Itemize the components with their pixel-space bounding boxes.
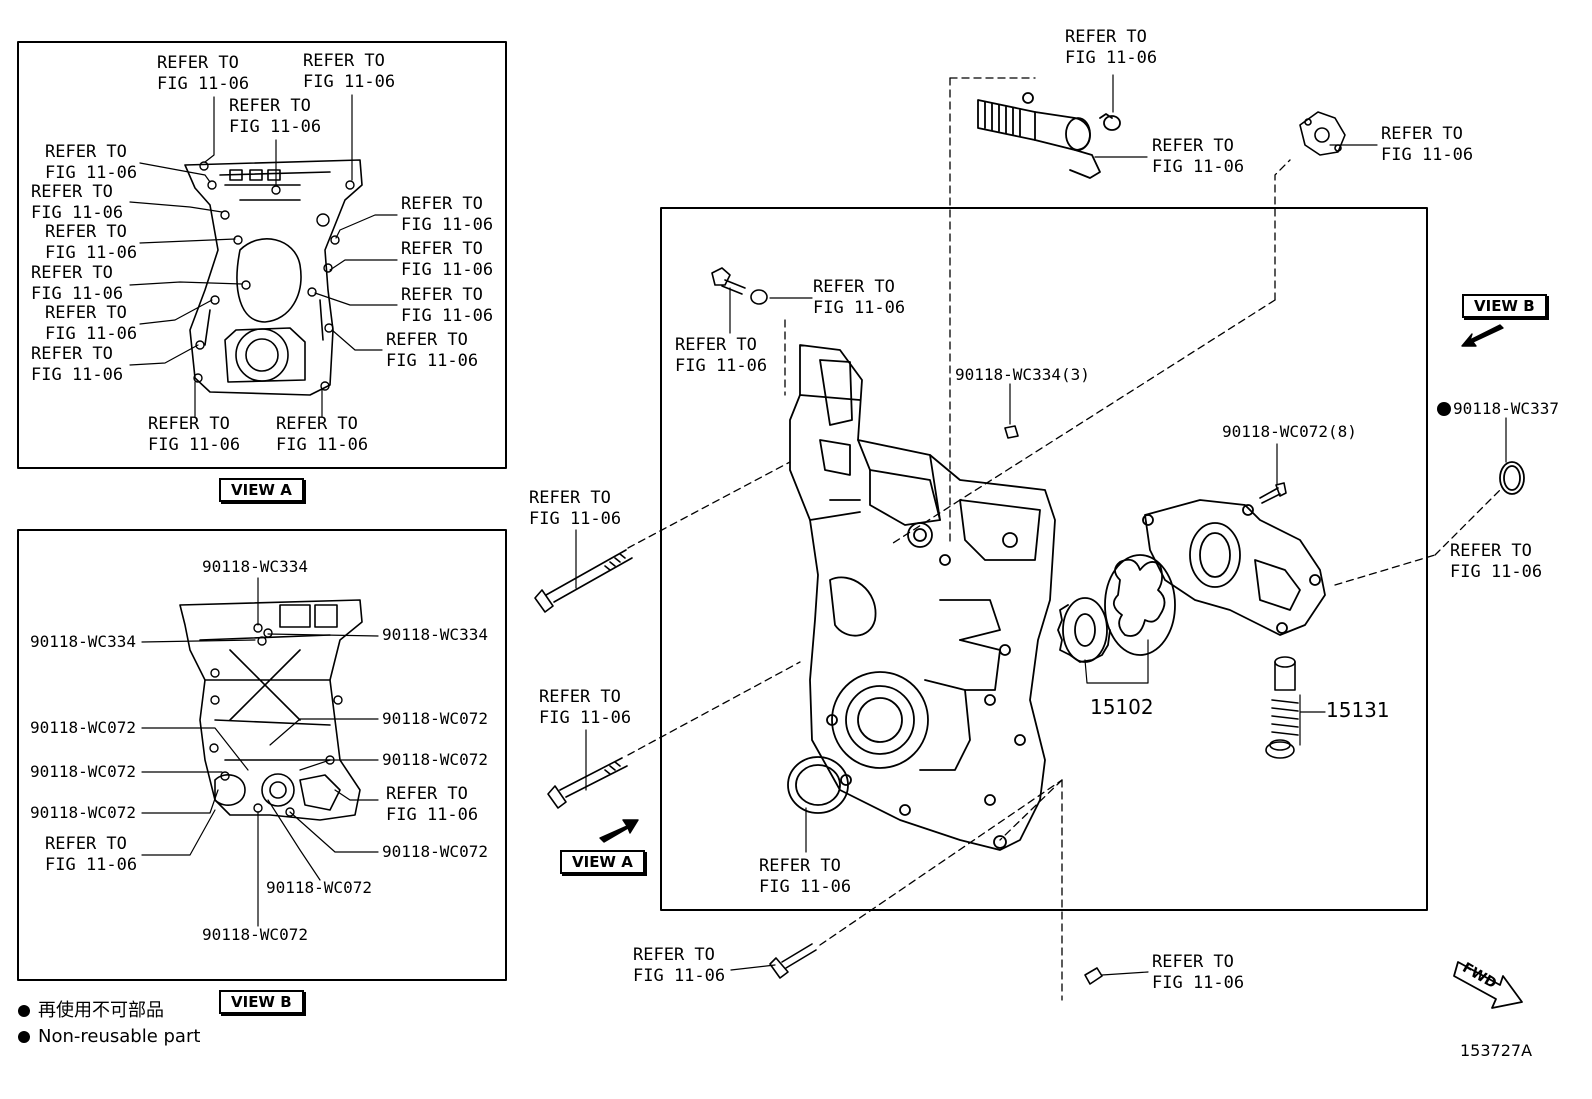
view-a-arrow: [599, 819, 639, 843]
pn-b-wc334-right: 90118-WC334: [382, 625, 488, 644]
non-reusable-dot-icon: [18, 1031, 30, 1043]
refer-label-oil-seal: REFER TO FIG 11-06: [759, 856, 852, 897]
refer-label-o-ring: REFER TO FIG 11-06: [1450, 541, 1543, 582]
pn-wc334-qty: 90118-WC334(3): [955, 365, 1090, 384]
refer-label-dowel-pin: REFER TO FIG 11-06: [1152, 952, 1245, 993]
alignment-dashed-lines: [627, 77, 1501, 1001]
timing-cover-main: [789, 344, 1056, 851]
refer-label-washer: REFER TO FIG 11-06: [813, 277, 906, 318]
non-reusable-dot-icon: [1437, 402, 1451, 416]
crankshaft-oil-seal: [787, 756, 849, 814]
refer-label-gasket: REFER TO FIG 11-06: [1381, 124, 1474, 165]
refer-label-a10: REFER TO FIG 11-06: [148, 414, 241, 455]
long-bolt-upper: [534, 549, 633, 613]
pn-b-wc072-2: 90118-WC072: [382, 709, 488, 728]
refer-label-small-bolt: REFER TO FIG 11-06: [675, 335, 768, 376]
pn-b-wc072-4: 90118-WC072: [382, 750, 488, 769]
pn-b-wc072-5: 90118-WC072: [30, 803, 136, 822]
main-leader-lines: [575, 74, 1507, 976]
pn-15102: 15102: [1090, 695, 1154, 719]
pn-b-wc334-top: 90118-WC334: [202, 557, 308, 576]
illustration-number: 153727A: [1460, 1041, 1533, 1060]
oil-control-valve: [977, 92, 1121, 179]
pn-b-wc072-1: 90118-WC072: [30, 718, 136, 737]
dowel-pin-bottom: [1084, 967, 1103, 985]
view-b-caption: VIEW B: [219, 990, 304, 1014]
pn-b-wc072-7: 90118-WC072: [266, 878, 372, 897]
bolt-90118-wc072: [1259, 482, 1287, 504]
oil-pump-housing: [1142, 499, 1326, 636]
pn-b-wc072-6: 90118-WC072: [382, 842, 488, 861]
view-a-caption: VIEW A: [219, 478, 304, 502]
refer-label-a15: REFER TO FIG 11-06: [386, 330, 479, 371]
refer-label-b1: REFER TO FIG 11-06: [386, 784, 479, 825]
gasket-plate: [1299, 111, 1346, 156]
pn-wc337: 90118-WC337: [1437, 400, 1559, 418]
legend-en: Non-reusable part: [18, 1026, 200, 1048]
view-b-bolt-holes: [209, 623, 343, 817]
main-assembly-frame: [660, 207, 1428, 911]
long-bolt-lower: [547, 757, 628, 809]
view-b-arrow: [1461, 324, 1504, 347]
pn-b-wc072-8: 90118-WC072: [202, 925, 308, 944]
legend-en-text: Non-reusable part: [38, 1026, 201, 1047]
view-a-leader-lines: [129, 94, 398, 418]
o-ring-right: [1499, 461, 1525, 495]
refer-label-a6: REFER TO FIG 11-06: [45, 222, 138, 263]
refer-label-a13: REFER TO FIG 11-06: [401, 239, 494, 280]
view-b-cover-outline: [179, 599, 363, 821]
pn-wc337-text: 90118-WC337: [1453, 399, 1559, 418]
refer-label-long-bolt-upper: REFER TO FIG 11-06: [529, 488, 622, 529]
refer-label-a5: REFER TO FIG 11-06: [31, 182, 124, 223]
pn-b-wc072-3: 90118-WC072: [30, 762, 136, 781]
refer-label-a9: REFER TO FIG 11-06: [31, 344, 124, 385]
view-b-leader-lines: [141, 577, 379, 927]
refer-label-a4: REFER TO FIG 11-06: [45, 142, 138, 183]
refer-label-a11: REFER TO FIG 11-06: [276, 414, 369, 455]
refer-label-a14: REFER TO FIG 11-06: [401, 285, 494, 326]
refer-label-bottom-bolt: REFER TO FIG 11-06: [633, 945, 726, 986]
non-reusable-dot-icon: [18, 1005, 30, 1017]
refer-label-a3: REFER TO FIG 11-06: [229, 96, 322, 137]
refer-label-ocv-bolt: REFER TO FIG 11-06: [1065, 27, 1158, 68]
relief-valve-parts: [1265, 656, 1299, 759]
oil-pump-rotors: [1057, 554, 1176, 663]
legend-jp-text: 再使用不可部品: [38, 1000, 164, 1021]
bolt-bottom-left: [769, 943, 817, 979]
small-bolt-top-left: [711, 267, 768, 305]
bolt-90118-wc334: [1004, 425, 1019, 439]
refer-label-b2: REFER TO FIG 11-06: [45, 834, 138, 875]
view-b-marker: VIEW B: [1462, 294, 1547, 318]
legend-jp: 再使用不可部品: [18, 1000, 164, 1022]
view-b-panel-frame: [17, 529, 507, 981]
fwd-arrow-badge: [1453, 961, 1523, 1009]
view-a-panel-frame: [17, 41, 507, 469]
refer-label-a2: REFER TO FIG 11-06: [303, 51, 396, 92]
refer-label-a7: REFER TO FIG 11-06: [31, 263, 124, 304]
view-a-cover-outline: [184, 159, 363, 396]
refer-label-long-bolt-lower: REFER TO FIG 11-06: [539, 687, 632, 728]
pn-wc072-qty: 90118-WC072(8): [1222, 422, 1357, 441]
view-a-bolt-holes: [193, 161, 355, 391]
refer-label-ocv: REFER TO FIG 11-06: [1152, 136, 1245, 177]
refer-label-a1: REFER TO FIG 11-06: [157, 53, 250, 94]
pn-15131: 15131: [1326, 698, 1390, 722]
refer-label-a8: REFER TO FIG 11-06: [45, 303, 138, 344]
refer-label-a12: REFER TO FIG 11-06: [401, 194, 494, 235]
pn-b-wc334-left: 90118-WC334: [30, 632, 136, 651]
view-a-marker: VIEW A: [560, 850, 645, 874]
